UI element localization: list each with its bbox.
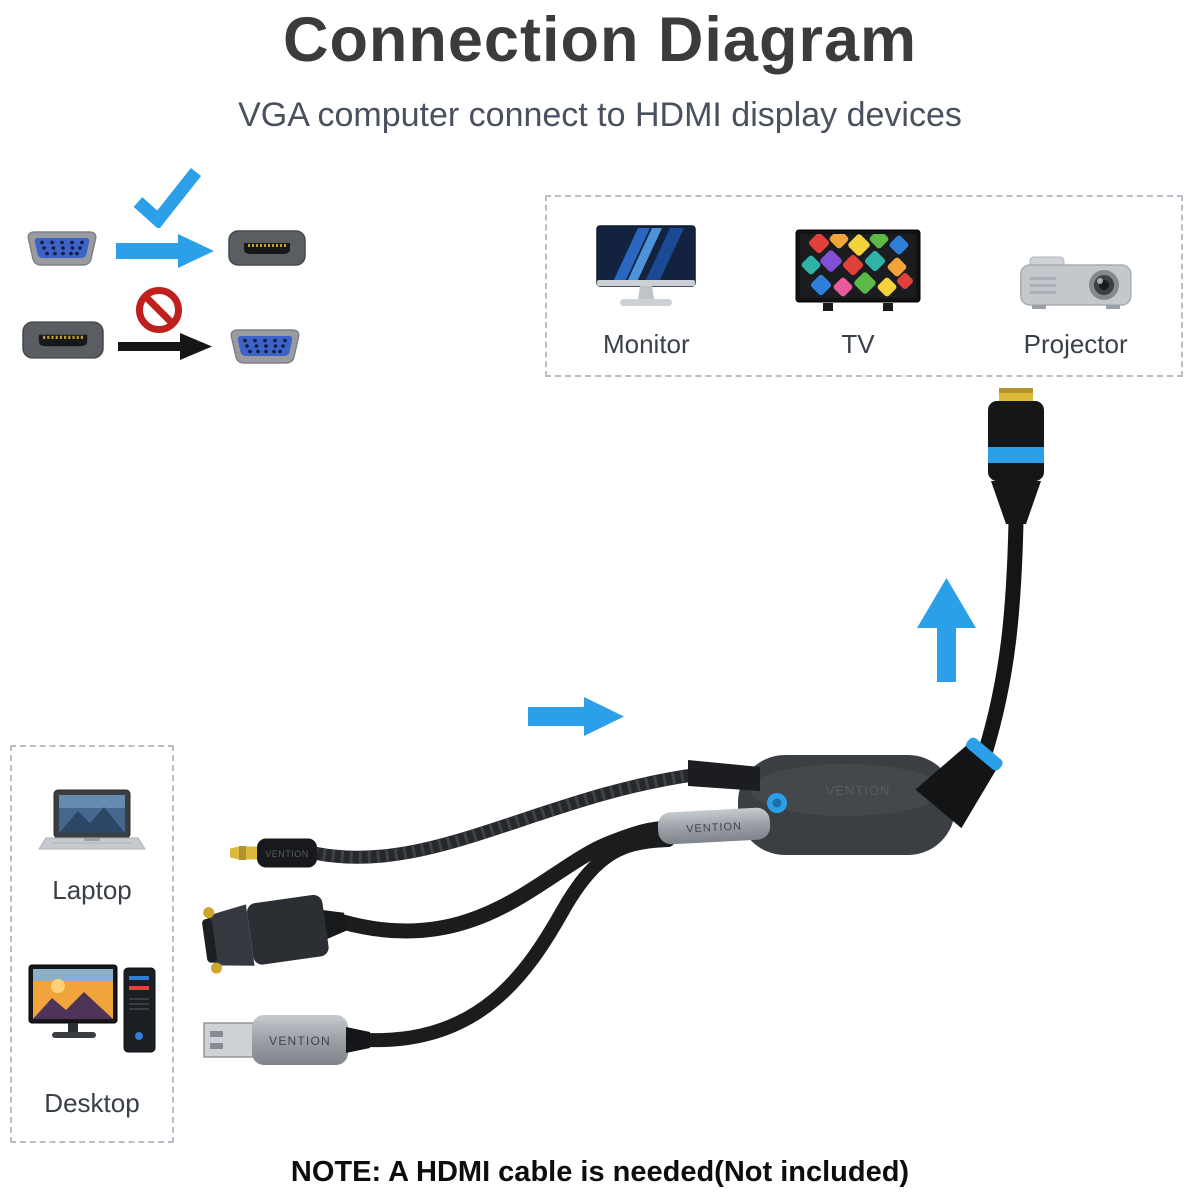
black-right-arrow-icon [118,333,212,360]
source-label-desktop: Desktop [44,1088,140,1118]
hdmi-connector-icon [228,230,306,266]
flow-arrow-up-icon [917,578,976,682]
flow-arrow-right-icon [528,697,624,736]
device-projector: Projector [1019,221,1132,360]
vga-cable [335,820,676,939]
hdmi-cable [915,388,1044,829]
usb-connector: VENTION [203,1015,370,1065]
page-title: Connection Diagram [282,5,918,75]
source-devices-box: Laptop Desktop [10,745,174,1143]
device-label-monitor: Monitor [602,329,690,359]
display-devices-box: Monitor [545,195,1183,377]
page-subtitle: VGA computer connect to HDMI display dev… [238,96,962,134]
adapter-body: VENTION [738,755,955,855]
audio-cable-boot [688,760,760,791]
prohibited-icon [136,287,182,333]
device-tv: TV [795,221,921,360]
vga-cable-boot: VENTION [657,807,771,845]
device-label-tv: TV [841,329,875,359]
laptop-icon [38,789,146,850]
source-desktop: Desktop [28,964,156,1119]
source-laptop: Laptop [38,789,146,906]
check-icon [133,167,202,228]
desktop-icon [28,964,156,1053]
brand-text: VENTION [265,849,309,859]
vga-connector-icon [27,231,97,266]
projector-icon [1019,256,1132,309]
hdmi-plug-icon [988,388,1044,524]
note-text: NOTE: A HDMI cable is needed(Not include… [290,1156,910,1188]
brand-text: VENTION [269,1034,331,1048]
audio-cable [307,767,707,864]
source-label-laptop: Laptop [52,875,132,905]
tv-icon [795,229,921,311]
device-monitor: Monitor [596,221,697,360]
audio-jack-connector: VENTION [230,838,317,868]
monitor-icon [596,225,697,306]
device-label-projector: Projector [1023,329,1128,359]
hdmi-connector-icon [22,321,104,359]
brand-text: VENTION [826,783,891,798]
hdmi-cable-boot [915,737,1003,829]
vga-connector-icon [230,329,300,364]
blue-right-arrow-icon [116,234,214,268]
usb-cable [361,833,675,1048]
vga-male-connector [202,894,347,974]
brand-text: VENTION [686,821,742,836]
